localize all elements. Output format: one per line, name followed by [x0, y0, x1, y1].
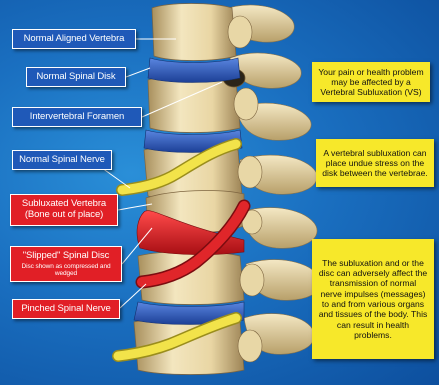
label-normal-spinal-nerve: Normal Spinal Nerve: [12, 150, 112, 170]
note-undue-stress: A vertebral subluxation can place undue …: [316, 139, 434, 187]
label-intervertebral-foramen: Intervertebral Foramen: [12, 107, 142, 127]
label-normal-aligned-vertebra: Normal Aligned Vertebra: [12, 29, 136, 49]
label-slipped-spinal-disc: "Slipped" Spinal Disc Disc shown as comp…: [10, 246, 122, 282]
label-subluxated-vertebra: Subluxated Vertebra (Bone out of place): [10, 194, 118, 226]
slipped-disc-title: "Slipped" Spinal Disc: [23, 251, 110, 262]
label-normal-spinal-disk: Normal Spinal Disk: [26, 67, 126, 87]
note-vertebral-subluxation: Your pain or health problem may be affec…: [312, 62, 430, 102]
slipped-disc-subtitle: Disc shown as compressed and wedged: [11, 263, 121, 277]
label-pinched-spinal-nerve: Pinched Spinal Nerve: [12, 299, 120, 319]
subluxated-vertebra-subtitle: (Bone out of place): [25, 210, 103, 221]
note-nerve-impulses: The subluxation and or the disc can adve…: [312, 239, 434, 359]
